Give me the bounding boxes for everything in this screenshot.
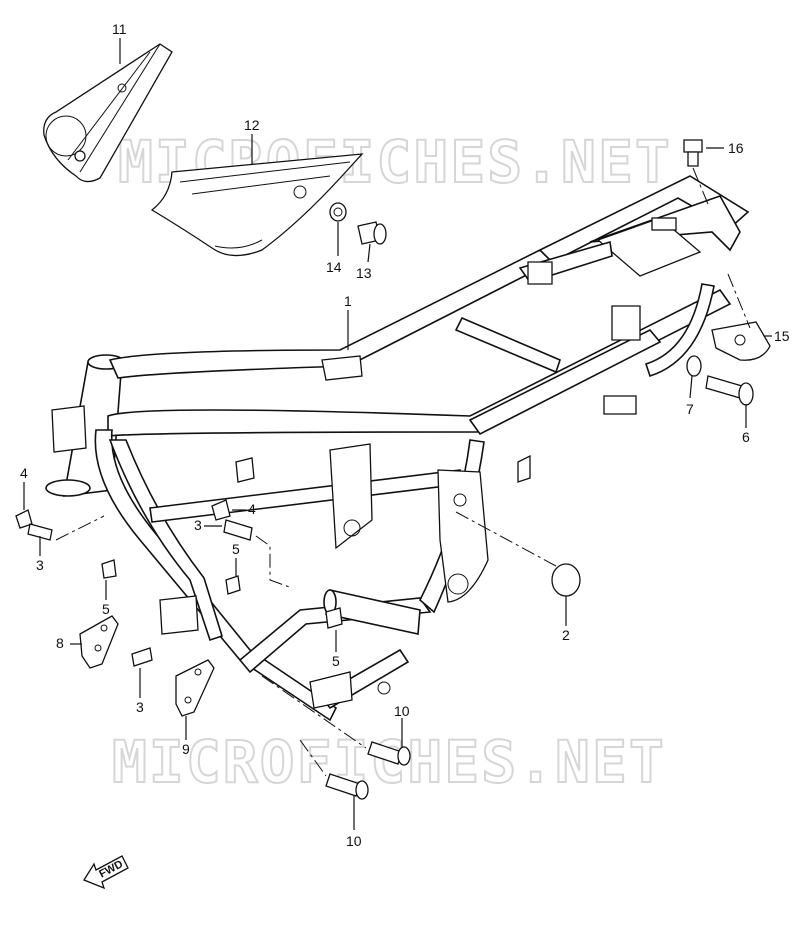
callout-13: 13	[356, 265, 372, 281]
callout-11: 11	[112, 21, 127, 37]
callout-4-left: 4	[20, 465, 28, 481]
callout-10-lower: 10	[346, 833, 362, 849]
callout-3-lower: 3	[136, 699, 144, 715]
callout-6: 6	[742, 429, 750, 445]
callout-4-centre: 4	[248, 501, 256, 517]
callout-5-right: 5	[332, 653, 340, 669]
watermark-bottom: MICROFICHES.NET	[112, 728, 666, 796]
callout-15: 15	[774, 328, 790, 344]
callout-labels: 11 12 16 14 13 1 15 7 6 4 4 3 5 3 5 2 8 …	[20, 21, 790, 849]
leader-lines	[23, 38, 772, 830]
part-11-frame-cover	[43, 43, 173, 183]
callout-5-left: 5	[102, 601, 110, 617]
part-16-bolt	[683, 139, 709, 205]
part-12-side-cover	[150, 153, 364, 257]
part-7-spacer	[686, 355, 702, 377]
part-13-bolt	[357, 221, 387, 245]
part-1-main-frame	[45, 175, 750, 722]
callout-16: 16	[728, 140, 744, 156]
part-4-nut-centre	[211, 499, 231, 521]
part-3-bolt-lower	[131, 647, 153, 667]
part-9-plate	[175, 659, 215, 717]
part-5-nut-centre	[225, 575, 241, 595]
callout-10-upper: 10	[394, 703, 410, 719]
part-3-bolt-centre	[223, 519, 293, 589]
callout-9: 9	[182, 741, 190, 757]
callout-7: 7	[686, 401, 694, 417]
callout-8: 8	[56, 635, 64, 651]
part-5-nut-left	[101, 559, 117, 579]
forward-arrow-icon: FWD	[83, 855, 129, 890]
callout-5-centre: 5	[232, 541, 240, 557]
part-15-bracket	[711, 273, 771, 361]
callout-3-left: 3	[36, 557, 44, 573]
callout-14: 14	[326, 259, 342, 275]
part-10-bolt-upper	[367, 741, 411, 766]
part-10-bolt-lower	[261, 675, 369, 800]
part-8-plate	[79, 615, 119, 669]
callout-2: 2	[562, 627, 570, 643]
part-14-grommet	[329, 202, 347, 222]
callout-12: 12	[244, 117, 260, 133]
part-5-nut-right	[325, 607, 343, 629]
part-6-bolt	[705, 375, 754, 406]
callout-1: 1	[344, 293, 352, 309]
part-3-bolt-left	[27, 515, 105, 541]
callout-3-centre: 3	[194, 517, 202, 533]
